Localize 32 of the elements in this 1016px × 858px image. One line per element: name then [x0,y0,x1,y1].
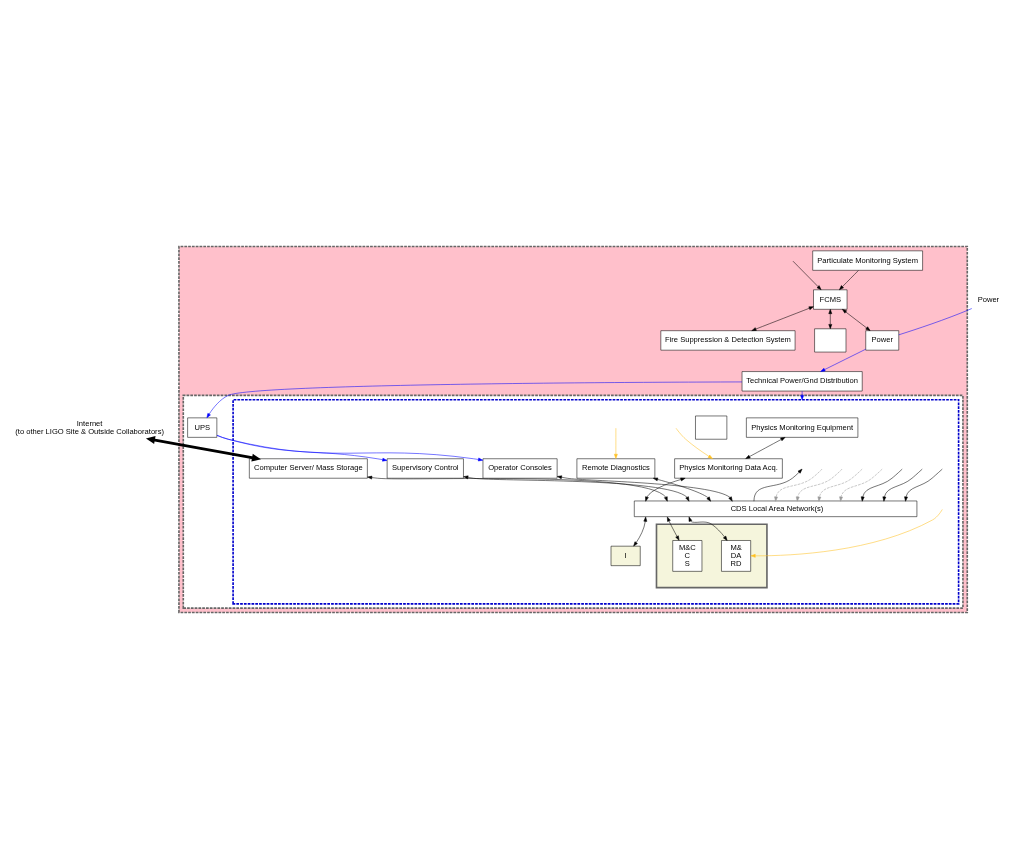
arrow [463,475,690,501]
arrow [745,436,786,459]
arrow [206,381,743,418]
arrow [904,468,943,501]
cluster [178,245,969,613]
arrow [817,468,863,501]
node-box [695,415,728,439]
arrow [795,468,843,501]
arrow [633,516,648,546]
arrow [839,468,883,501]
arrow [753,468,803,501]
arrow [842,308,871,331]
arrow [645,477,686,501]
arrow [145,435,261,462]
arrow [774,468,823,501]
node-box [814,328,847,352]
arrow [839,269,859,290]
arrow [653,477,711,501]
arrow [820,348,866,372]
arrow [800,390,804,400]
arrow [688,516,728,541]
arrow [675,427,713,459]
arrow [750,508,943,558]
arrow [557,475,733,501]
arrow [216,434,483,461]
arrow [792,260,822,290]
arrow [860,468,903,501]
arrow [614,427,618,459]
arrow [828,308,833,329]
arrow [751,305,814,331]
arrow [882,468,923,501]
arrow [667,516,680,541]
